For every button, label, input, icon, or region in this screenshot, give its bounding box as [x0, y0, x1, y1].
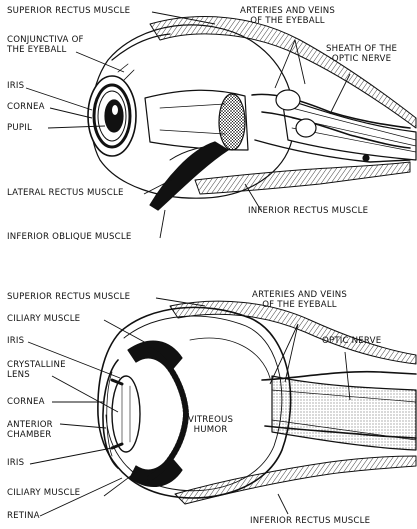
label-ciliary-muscle-top: CILIARY MUSCLE: [7, 314, 80, 324]
label-inferior-rectus-bottom: INFERIOR RECTUS MUSCLE: [250, 516, 370, 526]
label-conjunctiva: CONJUNCTIVA OF THE EYEBALL: [7, 35, 84, 55]
label-anterior-chamber: ANTERIOR CHAMBER: [7, 420, 53, 440]
pupil: [105, 100, 123, 132]
label-pupil: PUPIL: [7, 123, 32, 133]
label-ciliary-muscle-bottom: CILIARY MUSCLE: [7, 488, 80, 498]
label-iris-bottom: IRIS: [7, 458, 24, 468]
label-optic-nerve: OPTIC NERVE: [322, 336, 381, 346]
label-iris-bottom-top: IRIS: [7, 336, 24, 346]
label-cornea-bottom: CORNEA: [7, 397, 45, 407]
optic-nerve: [272, 376, 416, 450]
label-superior-rectus-bottom: SUPERIOR RECTUS MUSCLE: [7, 292, 130, 302]
label-inferior-rectus-top: INFERIOR RECTUS MUSCLE: [248, 206, 368, 216]
label-iris-top: IRIS: [7, 81, 24, 91]
label-arteries-veins-top: ARTERIES AND VEINS OF THE EYEBALL: [240, 6, 335, 26]
label-arteries-veins-bottom: ARTERIES AND VEINS OF THE EYEBALL: [252, 290, 347, 310]
label-retina: RETINA: [7, 511, 40, 521]
inferior-rectus-section: [175, 456, 416, 504]
sectional-eyeball-diagram: [98, 301, 416, 504]
label-inferior-oblique: INFERIOR OBLIQUE MUSCLE: [7, 232, 132, 242]
leader-lines: [26, 12, 350, 516]
label-lateral-rectus: LATERAL RECTUS MUSCLE: [7, 188, 124, 198]
inferior-oblique-muscle: [150, 142, 228, 210]
arteries-veins-section: [262, 372, 416, 380]
label-sheath-optic-nerve: SHEATH OF THE OPTIC NERVE: [326, 44, 397, 64]
crystalline-lens: [112, 376, 140, 452]
inferior-rectus-muscle: [195, 162, 410, 194]
label-crystalline-lens: CRYSTALLINE LENS: [7, 360, 66, 380]
superior-rectus-section: [170, 301, 416, 364]
label-cornea-top: CORNEA: [7, 102, 45, 112]
label-vitreous-humor: VITREOUS HUMOR: [188, 415, 233, 435]
label-superior-rectus-top: SUPERIOR RECTUS MUSCLE: [7, 6, 130, 16]
